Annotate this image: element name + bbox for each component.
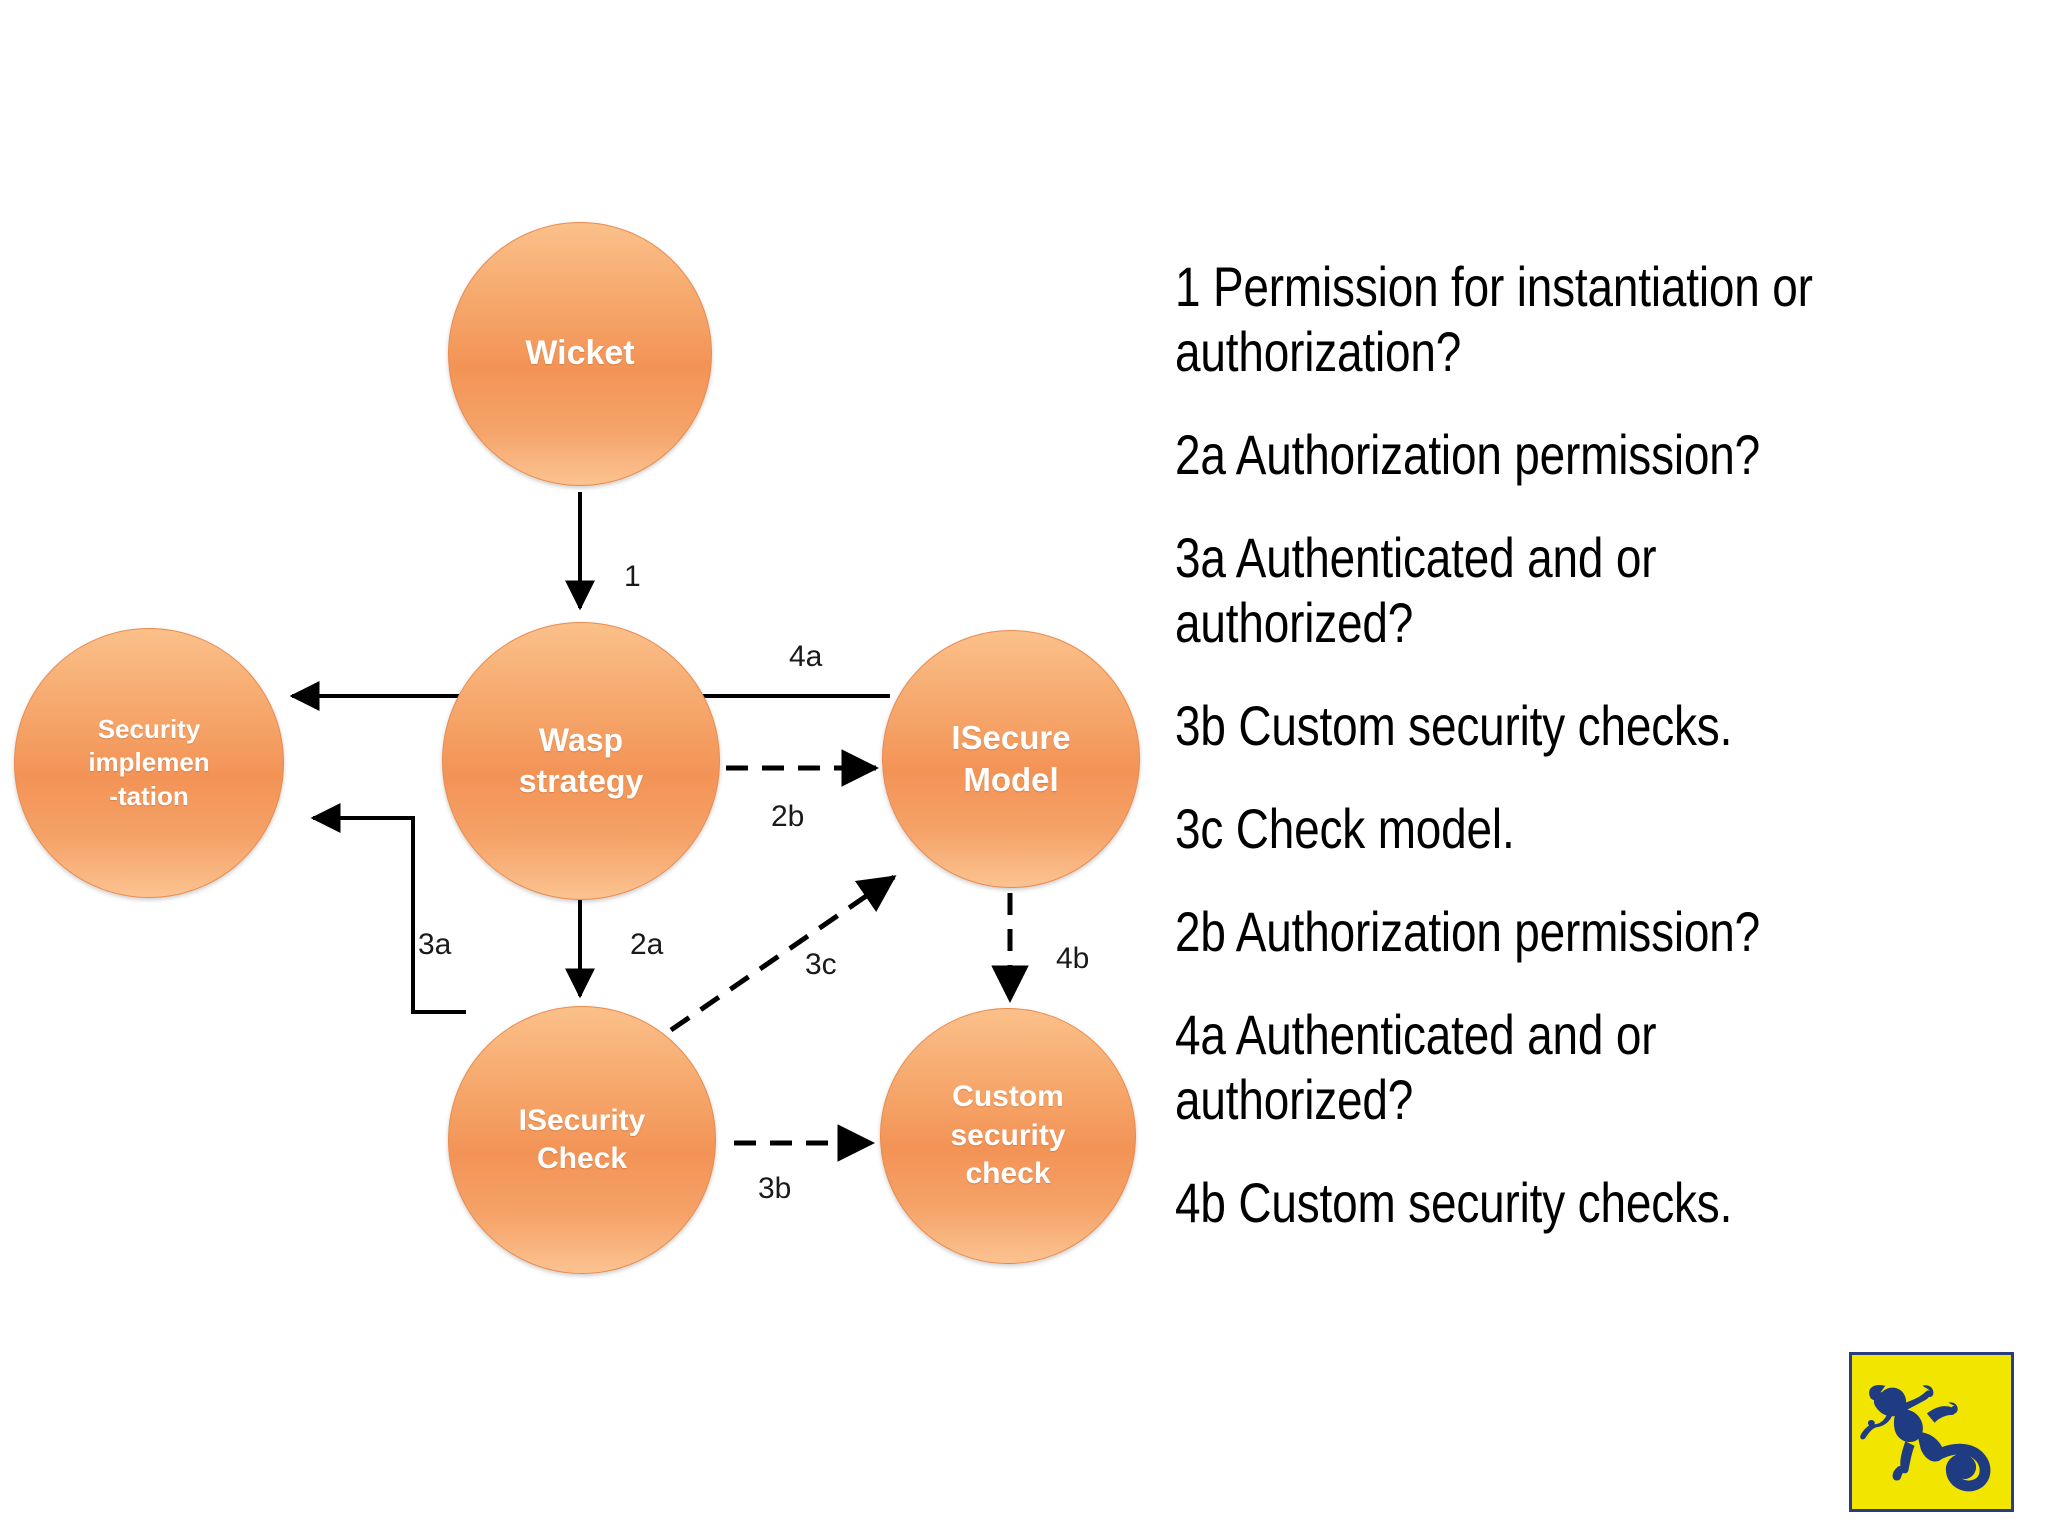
node-custom-security-check-line1: Custom <box>952 1080 1064 1114</box>
edge-label-2b: 2b <box>771 800 805 833</box>
edge-label-3b: 3b <box>758 1172 792 1205</box>
node-isecure-model-line1: ISecure <box>951 718 1071 756</box>
edge-label-3c: 3c <box>805 948 837 981</box>
gecko-logo <box>1849 1352 2014 1512</box>
node-wasp-strategy-line2: strategy <box>518 763 644 799</box>
legend-item: 2b Authorization permission? <box>1175 899 1761 963</box>
legend-item: 4a Authenticated and or authorized? <box>1175 1002 1657 1131</box>
edge-label-4b: 4b <box>1056 942 1090 975</box>
node-isecure-model-line2: Model <box>963 761 1059 798</box>
legend-list: 1 Permission for instantiation or author… <box>1175 255 2015 1273</box>
node-isecurity-check[interactable]: ISecurity Check <box>448 1006 716 1274</box>
flow-diagram: Wicket Security implemen -tation Wasp st… <box>14 222 1140 1274</box>
node-security-implementation-line3: -tation <box>109 780 189 811</box>
edge-label-4a: 4a <box>789 640 823 673</box>
legend-item: 3b Custom security checks. <box>1175 693 1733 757</box>
node-wicket[interactable]: Wicket <box>448 222 712 486</box>
node-security-implementation-line2: implemen <box>88 747 210 778</box>
edge-label-3a: 3a <box>418 928 452 961</box>
legend-item: 3a Authenticated and or authorized? <box>1175 525 1657 654</box>
edge-label-2a: 2a <box>630 928 664 961</box>
node-wasp-strategy-line1: Wasp <box>538 722 624 759</box>
legend-item: 4b Custom security checks. <box>1175 1170 1733 1234</box>
node-security-implementation-line1: Security <box>97 714 201 745</box>
gecko-icon <box>1860 1384 1991 1492</box>
node-isecurity-check-line2: Check <box>536 1142 628 1175</box>
edge-3c <box>669 874 897 1033</box>
legend-item: 1 Permission for instantiation or author… <box>1175 255 1813 383</box>
node-wasp-strategy[interactable]: Wasp strategy <box>442 622 720 900</box>
node-custom-security-check-line2: security <box>950 1118 1066 1152</box>
node-isecure-model[interactable]: ISecure Model <box>882 630 1140 888</box>
node-wicket-label: Wicket <box>525 334 635 373</box>
node-isecurity-check-line1: ISecurity <box>518 1103 646 1137</box>
legend-item: 2a Authorization permission? <box>1175 422 1761 486</box>
edge-label-1: 1 <box>624 560 641 593</box>
node-custom-security-check[interactable]: Custom security check <box>880 1008 1136 1264</box>
edge-3a <box>310 803 466 1014</box>
node-security-implementation[interactable]: Security implemen -tation <box>14 628 284 898</box>
legend-item: 3c Check model. <box>1175 796 1515 860</box>
node-custom-security-check-line3: check <box>965 1157 1051 1191</box>
